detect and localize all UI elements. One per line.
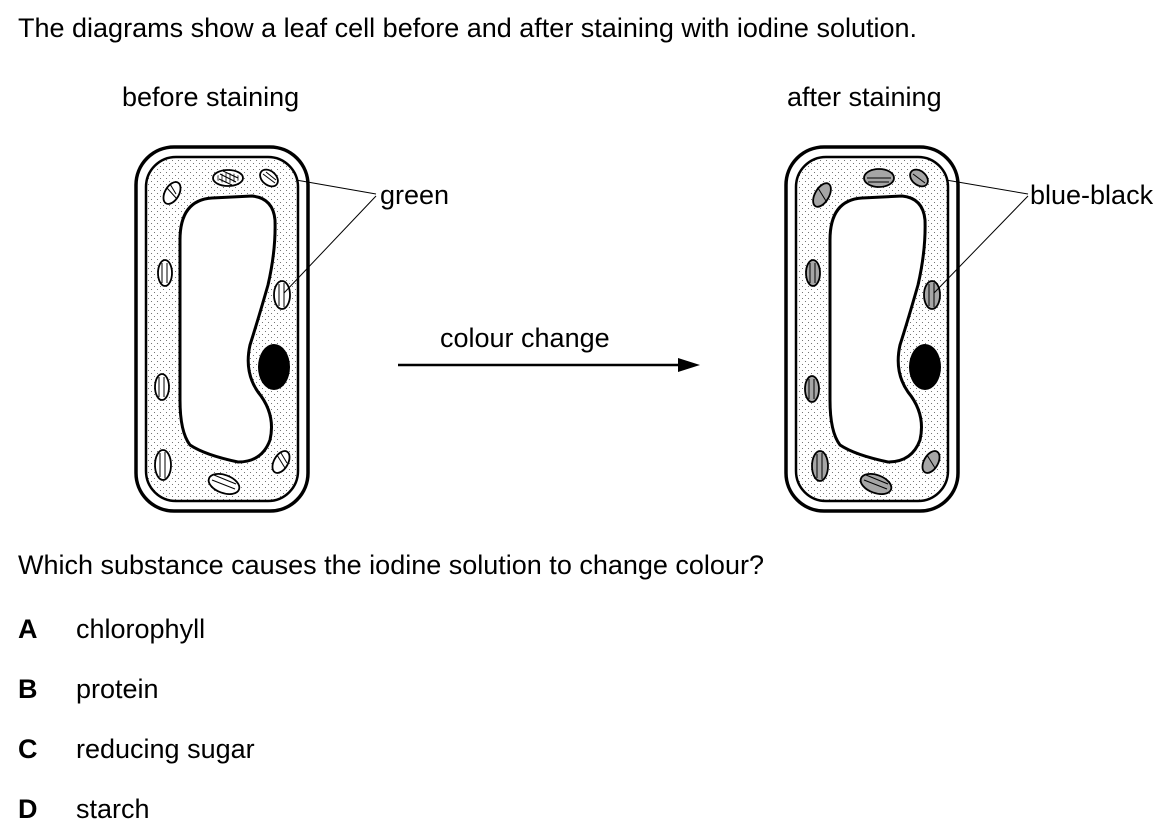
after-staining-caption: after staining: [787, 82, 942, 112]
pointer-line: [933, 195, 1029, 294]
pointer-line: [295, 179, 377, 195]
intro-text: The diagrams show a leaf cell before and…: [18, 13, 918, 43]
nucleus: [258, 344, 290, 390]
vacuole: [828, 194, 927, 464]
option-letter: B: [18, 674, 38, 704]
option-text: chlorophyll: [76, 614, 206, 644]
question-text: Which substance causes the iodine soluti…: [18, 550, 764, 580]
pointer-line: [283, 195, 377, 294]
chloroplasts-before: [154, 168, 291, 495]
pointer-line: [945, 179, 1029, 195]
chloroplast-hatching: [808, 173, 936, 490]
cell-before: [134, 145, 377, 513]
colour-change-arrow: [398, 358, 700, 372]
nucleus: [909, 344, 941, 390]
vacuole: [178, 194, 277, 464]
colour-change-label: colour change: [440, 323, 610, 353]
cell-diagrams: [134, 145, 1029, 513]
blue-black-label: blue-black: [1030, 180, 1154, 210]
before-staining-caption: before staining: [122, 82, 300, 112]
option-text: starch: [76, 794, 150, 824]
option-text: reducing sugar: [76, 734, 255, 764]
option-letter: A: [18, 614, 38, 644]
option-text: protein: [76, 674, 159, 704]
option-letter: D: [18, 794, 38, 824]
cell-after: [784, 145, 1029, 513]
option-letter: C: [18, 734, 38, 764]
green-label: green: [380, 180, 450, 210]
